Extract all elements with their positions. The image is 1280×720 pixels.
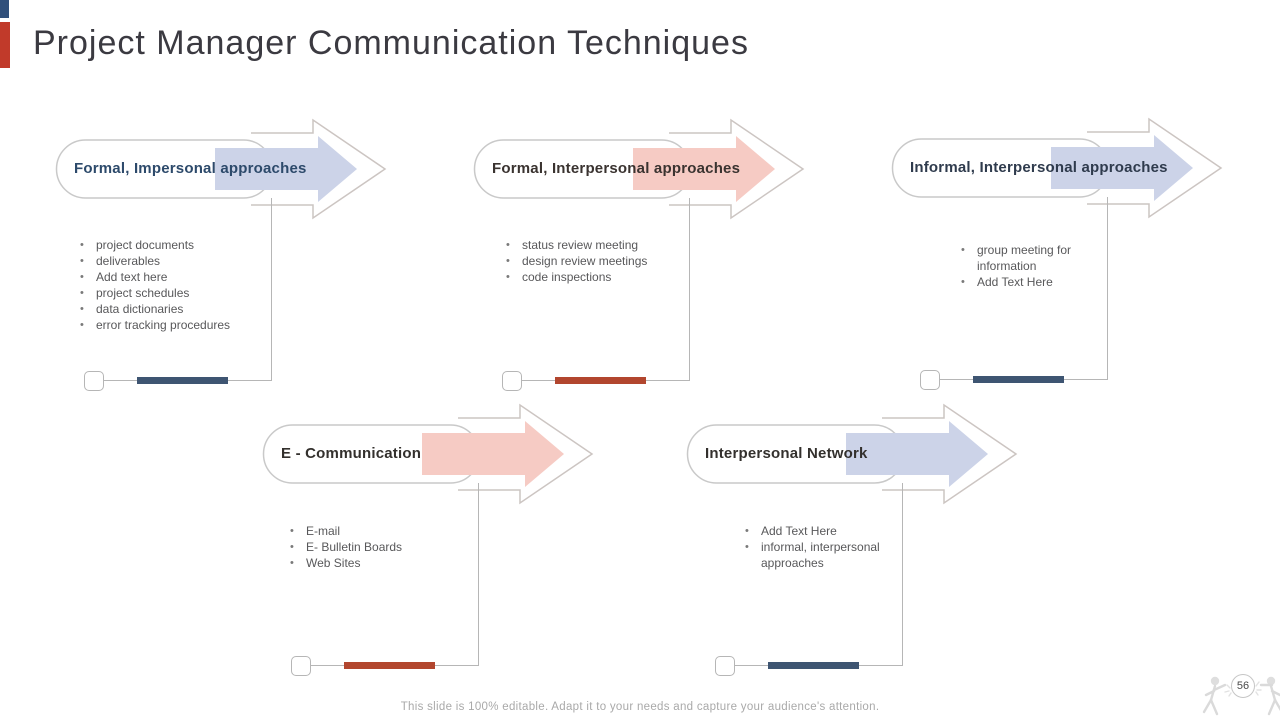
- connector-bar: [137, 377, 228, 384]
- bullet-item: informal, interpersonal approaches: [743, 539, 883, 571]
- bullet-list: status review meetingdesign review meeti…: [504, 237, 684, 285]
- technique-group-e-communication: E - Communication E-mailE- Bulletin Boar…: [262, 403, 662, 693]
- connector-bar: [344, 662, 435, 669]
- technique-label: Formal, Interpersonal approaches: [492, 160, 741, 177]
- bullet-item: Add text here: [78, 269, 258, 285]
- bullet-item: group meeting for information: [959, 242, 1074, 274]
- technique-group-formal-interpersonal: Formal, Interpersonal approaches status …: [473, 118, 873, 408]
- technique-group-formal-impersonal: Formal, Impersonal approaches project do…: [55, 118, 455, 408]
- connector-bar: [768, 662, 859, 669]
- bullet-item: design review meetings: [504, 253, 684, 269]
- bullet-item: deliverables: [78, 253, 258, 269]
- bullet-list: E-mailE- Bulletin BoardsWeb Sites: [288, 523, 458, 571]
- technique-group-interpersonal-network: Interpersonal Network Add Text Hereinfor…: [686, 403, 1086, 693]
- bullet-item: Add Text Here: [959, 274, 1074, 290]
- connector-bar: [973, 376, 1064, 383]
- bullet-item: Add Text Here: [743, 523, 883, 539]
- page-title: Project Manager Communication Techniques: [33, 24, 749, 62]
- bullet-item: Web Sites: [288, 555, 458, 571]
- right-arrow-icon: [55, 118, 387, 220]
- bullet-item: E-mail: [288, 523, 458, 539]
- bullet-list: project documentsdeliverablesAdd text he…: [78, 237, 258, 333]
- connector-checkbox: [84, 371, 104, 391]
- stick-figures-icon: [1202, 676, 1280, 716]
- connector-line-vertical: [271, 198, 272, 381]
- bullet-item: project documents: [78, 237, 258, 253]
- right-arrow-icon: [686, 403, 1018, 505]
- technique-label: Informal, Interpersonal approaches: [910, 159, 1168, 176]
- technique-label: Formal, Impersonal approaches: [74, 160, 307, 177]
- connector-checkbox: [291, 656, 311, 676]
- connector-line-vertical: [689, 198, 690, 381]
- technique-label: Interpersonal Network: [705, 445, 868, 462]
- right-arrow-icon: [473, 118, 805, 220]
- connector-line-vertical: [902, 483, 903, 666]
- page-number-badge: 56: [1231, 674, 1255, 698]
- technique-label: E - Communication: [281, 445, 422, 462]
- connector-line-vertical: [478, 483, 479, 666]
- bullet-item: E- Bulletin Boards: [288, 539, 458, 555]
- connector-checkbox: [502, 371, 522, 391]
- accent-bar-red: [0, 22, 10, 68]
- bullet-item: data dictionaries: [78, 301, 258, 317]
- editable-note: This slide is 100% editable. Adapt it to…: [400, 701, 880, 713]
- right-arrow-icon: [891, 117, 1223, 219]
- connector-line-vertical: [1107, 197, 1108, 380]
- bullet-item: status review meeting: [504, 237, 684, 253]
- connector-checkbox: [920, 370, 940, 390]
- bullet-item: error tracking procedures: [78, 317, 258, 333]
- right-arrow-icon: [262, 403, 594, 505]
- connector-checkbox: [715, 656, 735, 676]
- bullet-item: project schedules: [78, 285, 258, 301]
- accent-bar-blue: [0, 0, 9, 18]
- technique-group-informal-interpersonal: Informal, Interpersonal approaches group…: [891, 117, 1280, 407]
- connector-bar: [555, 377, 646, 384]
- bullet-item: code inspections: [504, 269, 684, 285]
- bullet-list: Add Text Hereinformal, interpersonal app…: [743, 523, 883, 571]
- bullet-list: group meeting for informationAdd Text He…: [959, 242, 1074, 290]
